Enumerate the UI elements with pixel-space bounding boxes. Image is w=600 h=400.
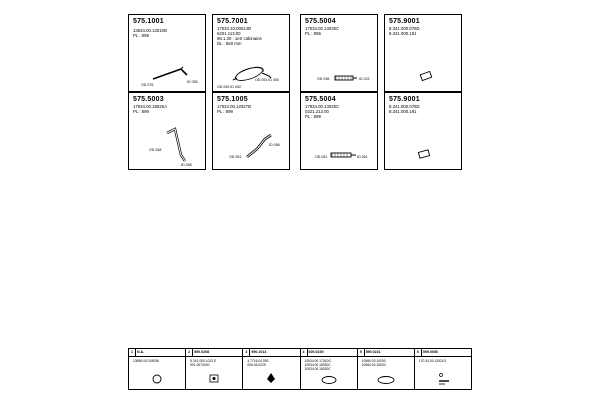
accessory-cell: 1 N.A. 13656.00.018056 [129,349,187,389]
dimension-label: OD 051 ID 050 [255,78,279,82]
dimension-label: ID 022 [359,77,370,81]
part-spec-line: 8.341.000.191 [389,31,417,36]
accessory-cell: 4 600.0239 10534.00.17010G 10534.00.1803… [300,349,358,389]
dimension-label: ID 055 [187,80,198,84]
part-card: 575.1005 17534.00.12027B PL : 899 OD 051… [212,92,290,170]
exhaust-pipe-drawing [152,66,188,80]
accessory-spec-line: 10584.03.18030 [361,363,386,367]
accessory-spec-line: 8.341.000.1012 E [190,359,217,363]
part-number: 575.9001 [389,18,420,25]
accessory-header: 3 590.1014 [243,349,300,357]
part-spec-line: PL : 899 [133,33,149,38]
accessory-spec-line: 4.7716.04.050 [247,359,269,363]
part-card: 575.9001 8.341.000.076D 8.341.000.191 [384,14,462,92]
part-spec-line: 0221.213.00 [305,109,329,114]
dimension-label: OD 076 [141,83,154,87]
accessory-part-number: 590.0208 [194,350,210,354]
part-spec-line: PL : 899 [305,114,321,119]
muffler-drawing [232,66,272,81]
flexible-pipe-drawing [334,75,357,81]
dimension-label: ID 058 [181,163,192,167]
bolt-kit-icon [438,373,449,385]
accessory-cell: 2 590.0208 8.341.000.1012 E 901.0070040 [186,349,244,389]
rubber-mount-icon [209,374,219,383]
part-spec-line: 17534.10.00014B [217,26,251,31]
clamp-icon [321,376,336,384]
accessory-header: 4 600.0239 [300,349,357,357]
accessory-spec-line: 10584.03.10030 [361,359,386,363]
accessory-part-number: 599.0056 [422,350,438,354]
part-card: 575.7001 17534.10.00014B 6201.113.00 88.… [212,14,290,92]
part-spec-line: DL : 650 mm [217,41,242,46]
part-spec-line: PL : 899 [217,109,233,114]
dimension-label: ID 051 [357,155,368,159]
gasket-drawing [417,149,431,159]
part-spec-line: PL : 896 [305,31,321,36]
item-number: 2 [186,349,194,356]
part-spec-line: 13634.00.13010B [133,28,167,33]
part-number: 575.5004 [305,18,336,25]
part-spec-line: 17534.00.12027B [217,104,251,109]
accessory-part-number: 590.0221 [365,350,381,354]
part-number: 575.1005 [217,96,248,103]
part-number: 575.9001 [389,96,420,103]
dimension-label: OD 051 [315,155,328,159]
accessory-part-number: 590.1014 [251,350,267,354]
part-number: 575.1001 [133,18,164,25]
part-spec-line: 17934.00.18025A [133,104,167,109]
accessory-spec-line: 006.46.0225 [247,363,266,367]
part-spec-line: 17534.00.13025C [305,26,340,31]
item-number: 6 [415,349,422,356]
item-number: 1 [129,349,136,356]
part-card: 575.9001 8.341.000.076D 8.341.000.191 [384,92,462,170]
accessory-header: 6 599.0056 [414,349,472,357]
item-number: 5 [358,349,365,356]
part-number: 575.5004 [305,96,336,103]
accessory-header: 5 590.0221 [357,349,414,357]
accessory-header: 2 590.0208 [186,349,243,357]
part-spec-line: 17934.00.13025C [305,104,340,109]
part-spec-line: 88.1.30 : 1etr cabinaine [217,36,262,41]
part-card: 575.1001 13634.00.13010B PL : 899 OD 076… [128,14,206,92]
accessory-spec-line: 10534.00.18030C [304,363,331,367]
accessory-strip: 1 N.A. 13656.00.018056 2 590.0208 8.341.… [128,348,472,390]
dimension-label: ID 058 [269,143,280,147]
item-number: 4 [301,349,308,356]
accessory-spec-line: 13656.00.018056 [133,359,159,363]
part-spec-line: 8.341.000.191 [389,109,417,114]
accessory-spec-line: 170.34.00.12621G [418,359,447,363]
accessory-cell: 6 599.0056 170.34.00.12621G [414,349,472,389]
flexible-pipe-drawing [330,152,356,158]
item-number: 3 [243,349,251,356]
clamp-ring-icon [152,374,162,384]
accessory-spec-line: 10534.00.17010G [304,359,331,363]
dimension-label: OD 051 [229,155,242,159]
dimension-label: OD 048 [149,148,162,152]
part-card: 575.5004 17934.00.13025C 0221.213.00 PL … [300,92,378,170]
gasket-drawing [419,70,433,82]
part-number: 575.5003 [133,96,164,103]
accessory-part-number: N.A. [137,350,145,354]
accessory-part-number: 600.0239 [308,350,324,354]
accessory-cell: 5 590.0221 10584.03.10030 10584.03.18030 [357,349,415,389]
hanger-icon [267,373,276,383]
part-card: 575.5003 17934.00.18025A PL : 899 OD 048… [128,92,206,170]
accessory-spec-line: 10534.00.18030C [304,367,331,371]
dimension-label: OD 053 ID 052 [217,85,241,89]
accessory-spec-line: 901.0070040 [190,363,210,367]
part-spec-line: 8.341.000.076D [389,26,420,31]
part-spec-line: 6201.113.00 [217,31,241,36]
accessory-cell: 3 590.1014 4.7716.04.050 006.46.0225 [243,349,301,389]
part-spec-line: PL : 899 [133,109,149,114]
dimension-label: OD 036 [317,77,330,81]
accessory-header: 1 N.A. [129,349,186,357]
exhaust-pipe-drawing [166,127,186,162]
exhaust-pipe-drawing [246,133,272,159]
part-number: 575.7001 [217,18,248,25]
clamp-icon [377,376,395,384]
part-card: 575.5004 17534.00.13025C PL : 896 OD 036… [300,14,378,92]
part-spec-line: 8.341.000.076D [389,104,420,109]
